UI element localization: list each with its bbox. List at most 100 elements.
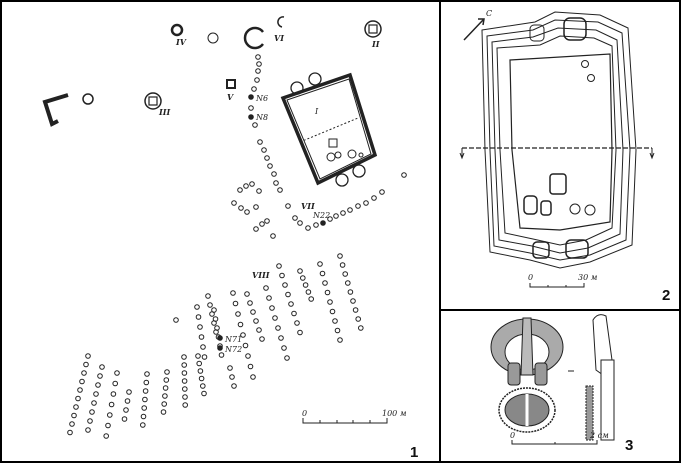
burial-dot [324,289,331,296]
burial-dot [264,155,270,161]
burial-dot [255,54,261,60]
inner-platform [509,53,613,231]
burial-dot [272,315,278,321]
burial-dot [69,421,75,427]
burial-dot [126,389,132,395]
burial-dot [270,233,276,239]
burial-dot [244,209,250,215]
burial-dot [297,329,303,336]
burial-dot [144,371,150,377]
burial-dot [358,325,364,331]
burial-dot [347,207,353,213]
burial-dot [163,377,170,383]
burial-dot [201,390,207,397]
burial-dot [214,325,220,331]
panel-2-labels: С 0 30 м 2 [486,9,670,304]
burial-dot [162,385,169,391]
hinge [534,362,548,386]
burial-dot [81,370,87,376]
burial-dot [297,268,303,274]
burial-dot [276,263,282,269]
buckle-tongue [520,317,534,376]
hinge [507,362,521,386]
corner-mound [308,72,322,86]
burial-dot [248,114,254,120]
burial-dot [266,295,272,301]
contour [496,35,617,246]
burial-dot [282,282,288,288]
burial-dot [87,418,93,424]
label-mound-ii: II [371,39,380,49]
panel-1-site-plan [42,16,407,439]
burial-dot [212,316,219,322]
scale-2-start: 0 [528,273,533,282]
burial-dot [329,308,336,315]
burial-dot [340,210,346,216]
panel-3-buckle-drawing [490,314,615,445]
burial-dot [196,360,202,367]
mound-vi-small [277,16,285,28]
burial-dot [254,77,260,83]
pit [326,152,336,162]
burial-dot [232,300,239,307]
burial-dot [273,180,279,186]
burial-dot [327,216,333,222]
label-n8: N8 [255,113,268,122]
burial-dot [217,343,223,349]
north-arrow-icon [463,18,485,41]
burial-dot [114,370,120,376]
burial-dot [263,285,269,291]
pit [523,195,538,215]
scale-bar-1 [302,418,388,424]
burial-dot [200,344,206,350]
burial-dot [247,363,254,370]
burial-dot [300,275,306,281]
burial-dot [103,433,109,439]
burial-dot [313,222,319,228]
burial-dot [350,298,356,304]
burial-dot [182,394,188,400]
burial-dot [195,314,202,320]
burial-dot [194,304,200,310]
burial-dot [205,293,211,299]
scale-1-end: 100 м [382,409,407,418]
label-n22: N22 [312,211,330,220]
scale-bar-2 [529,283,585,288]
burial-dot [195,353,201,359]
burial-dot [182,386,188,392]
corner-mound [565,239,589,259]
burial-dot [160,409,167,415]
burial-dot [107,412,113,418]
burial-dot [237,321,244,328]
panel-2-enclosure-plan [459,11,655,288]
pit [328,138,338,148]
burial-dot [67,429,73,436]
burial-dot [249,181,255,187]
burial-dot [248,105,254,111]
corner-mound [532,241,550,259]
label-mound-viii: VIII [252,270,270,280]
burial-dot [124,398,131,404]
burial-dot [181,378,188,384]
corner-mound [563,17,587,41]
burial-dot [320,220,326,226]
burial-dot [297,220,303,226]
burial-dot [257,139,263,145]
burial-dot [327,299,333,305]
contour [481,11,637,269]
burial-dot [79,378,85,385]
scale-1-start: 0 [302,409,307,418]
scale-3-end: 2 см [589,431,609,440]
label-mound-v: V [227,92,234,102]
burial-dot [363,200,369,206]
burial-dot [264,218,270,224]
burial-dot [259,336,265,342]
burial-dot [91,400,97,406]
burial-dot [245,353,251,359]
burial-dot [211,307,217,313]
burial-dot [108,401,115,408]
burial-dot [302,282,309,288]
burial-dot [75,395,81,402]
burial-dot [355,316,362,322]
burial-dot [97,373,103,379]
